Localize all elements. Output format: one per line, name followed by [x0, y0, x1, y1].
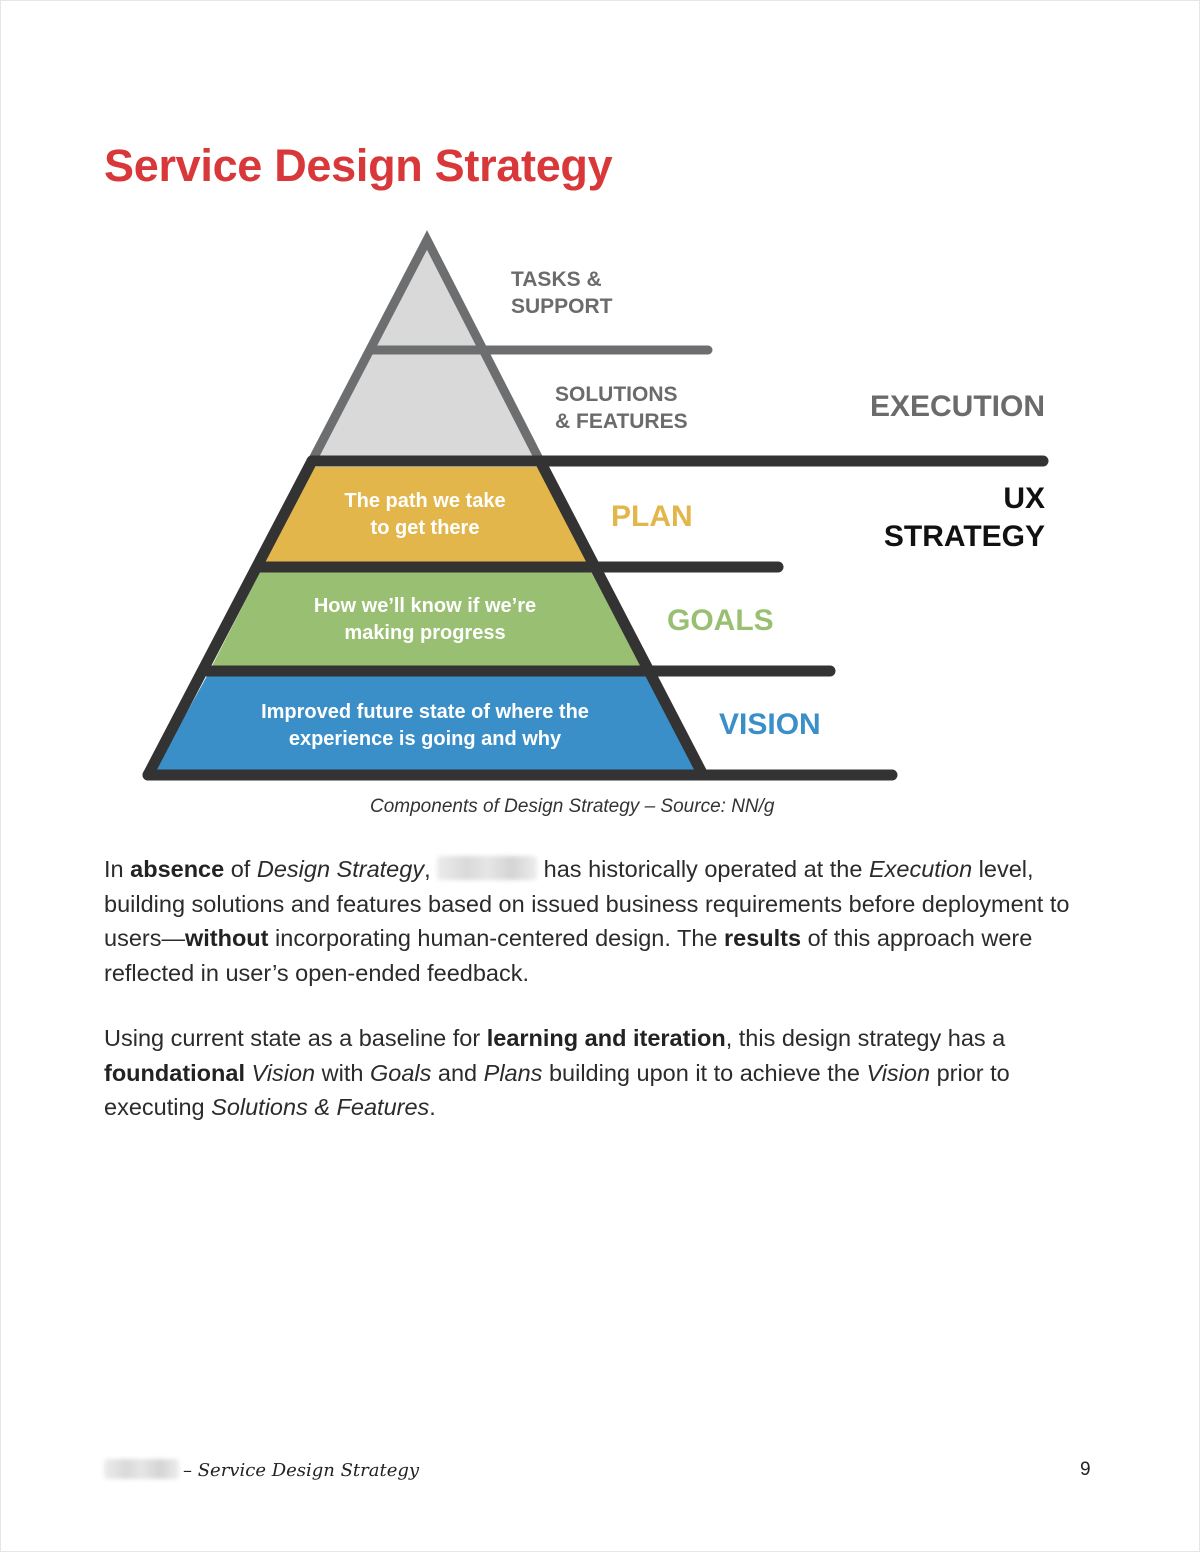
text: prior to executing: [104, 1059, 1010, 1121]
text: In: [104, 856, 131, 882]
solutions-features-label-2: & FEATURES: [555, 410, 688, 433]
bold-text: absence: [130, 856, 225, 882]
solutions-features-label: SOLUTIONS: [555, 383, 678, 406]
text: has historically operated at the: [537, 856, 869, 882]
text: Using current state as a baseline for: [104, 1025, 487, 1051]
text: incorporating human-centered design. The: [268, 925, 724, 951]
footer-text: – Service Design Strategy: [183, 1460, 420, 1481]
strategy-label: STRATEGY: [884, 520, 1045, 553]
redacted-org-name: [437, 856, 538, 880]
italic-text: Plans: [483, 1059, 543, 1086]
tasks-support-label: TASKS &: [511, 268, 602, 291]
goals-label: GOALS: [667, 604, 774, 637]
italic-text: Vision: [866, 1059, 931, 1086]
ux-label: UX: [1003, 482, 1045, 515]
execution-label: EXECUTION: [870, 390, 1045, 423]
text: , this design strategy has a: [725, 1025, 1006, 1051]
plan-description-2: to get there: [371, 517, 480, 539]
paragraph-2: Using current state as a baseline for le…: [104, 1021, 1104, 1125]
execution-outline: [307, 230, 713, 466]
text: level, building solutions and features b…: [104, 856, 1070, 951]
italic-text: Vision: [251, 1059, 316, 1086]
italic-text: Solutions & Features: [211, 1094, 430, 1120]
bold-text: foundational: [104, 1059, 245, 1086]
italic-text: Goals: [369, 1059, 432, 1086]
vision-description-2: experience is going and why: [289, 728, 562, 750]
vision-label: VISION: [719, 708, 821, 741]
text: of: [224, 856, 257, 882]
italic-text: Design Strategy: [256, 856, 425, 882]
plan-description: The path we take: [344, 490, 505, 512]
strategy-outline: [142, 455, 1049, 781]
text: and: [431, 1059, 484, 1086]
italic-text: Execution: [868, 856, 973, 882]
page-title: Service Design Strategy: [104, 140, 613, 191]
vision-description: Improved future state of where the: [261, 701, 589, 723]
goals-band: [212, 572, 641, 666]
text: .: [429, 1094, 436, 1120]
text: of this approach were reflected in user’…: [104, 925, 1033, 986]
text: building upon it to achieve the: [542, 1059, 867, 1086]
bold-text: results: [724, 925, 802, 951]
text: with: [315, 1059, 370, 1086]
vision-band: [155, 676, 697, 770]
bold-text: without: [184, 925, 269, 951]
redacted-org-name: [104, 1459, 179, 1479]
footer-title: – Service Design Strategy: [104, 1459, 419, 1481]
design-strategy-pyramid: TASKS & SUPPORT SOLUTIONS & FEATURES EXE…: [142, 230, 1049, 781]
page-number: 9: [1080, 1459, 1091, 1480]
paragraph-1: In absence of Design Strategy, has histo…: [104, 852, 1104, 990]
goals-description: How we’ll know if we’re: [314, 595, 536, 617]
text: ,: [424, 856, 438, 882]
plan-label: PLAN: [611, 500, 693, 533]
bold-text: learning and iteration: [486, 1025, 726, 1051]
plan-band: [264, 467, 588, 562]
goals-description-2: making progress: [344, 622, 505, 644]
tasks-support-label-2: SUPPORT: [511, 295, 613, 318]
figure-caption: Components of Design Strategy – Source: …: [370, 796, 775, 817]
